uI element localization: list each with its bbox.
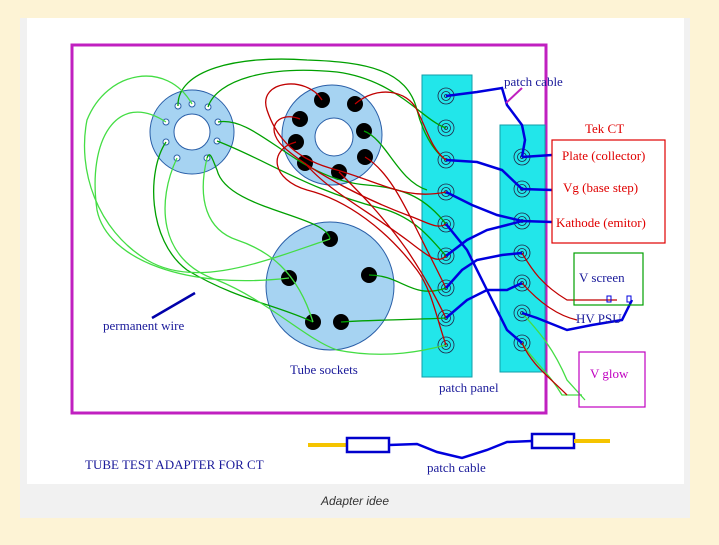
socket-large xyxy=(265,221,395,351)
patch-cable-illustration xyxy=(308,432,610,460)
blue-wires xyxy=(445,86,634,344)
tube-sockets-label: Tube sockets xyxy=(290,362,358,377)
permanent-wire-pointer xyxy=(151,291,196,320)
patch-panel-label: patch panel xyxy=(439,380,499,395)
green-wires xyxy=(153,58,447,323)
v-screen-box xyxy=(573,252,644,306)
diagram-title: TUBE TEST ADAPTER FOR CT xyxy=(85,457,264,472)
red-wires xyxy=(265,83,617,396)
figure-caption: Adapter idee xyxy=(320,494,390,508)
patch-cable-top-label: patch cable xyxy=(504,74,563,89)
figure: patch cable Tek CT Plate (collector) Vg … xyxy=(20,18,690,518)
vg-label: Vg (base step) xyxy=(563,180,638,195)
adapter-frame xyxy=(70,43,548,415)
socket-medium xyxy=(281,84,383,186)
v-screen-label: V screen xyxy=(579,270,625,285)
hv-psu-label: HV PSU xyxy=(576,311,622,326)
v-glow-box xyxy=(578,351,646,408)
socket-small xyxy=(149,89,235,175)
patch-cable-bottom-label: patch cable xyxy=(427,460,486,475)
patch-panel-left xyxy=(421,74,473,378)
patch-cable-pointer xyxy=(505,87,523,104)
light-green-wires xyxy=(83,75,586,401)
tek-ct-box xyxy=(551,139,666,244)
kathode-label: Kathode (emitor) xyxy=(556,215,646,230)
permanent-wire-label: permanent wire xyxy=(103,318,184,333)
jack[interactable] xyxy=(437,215,455,233)
diagram-svg: patch cable Tek CT Plate (collector) Vg … xyxy=(70,43,666,475)
left-panel-jacks xyxy=(437,87,455,354)
diagram-canvas: patch cable Tek CT Plate (collector) Vg … xyxy=(27,18,684,484)
tek-ct-label: Tek CT xyxy=(585,121,624,136)
v-glow-label: V glow xyxy=(590,366,629,381)
jack[interactable] xyxy=(437,119,455,137)
plate-label: Plate (collector) xyxy=(562,148,645,163)
hv-psu-terminals xyxy=(606,295,632,303)
